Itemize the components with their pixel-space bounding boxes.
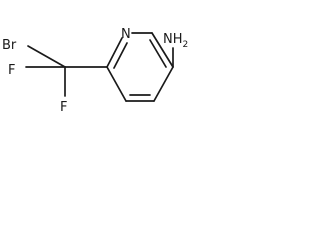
atom-label-fluorine-bottom: F: [60, 100, 67, 115]
atom-label-fluorine-left: F: [8, 63, 15, 78]
ring-bond-c5-c6: [106, 66, 127, 102]
atom-label-bromine: Br: [2, 38, 17, 53]
amino-nh: NH: [163, 32, 183, 47]
chemical-structure-diagram: N NH2 Br F F: [2, 27, 188, 115]
ring-bond-c3-c4: [153, 66, 174, 102]
atom-label-amino: NH2: [163, 32, 188, 50]
amino-subscript: 2: [183, 40, 189, 50]
ring-bond-c4-c5: [125, 94, 155, 102]
ring-bond-c2-c3: [149, 32, 174, 68]
ring-bond-c6-n1: [106, 37, 128, 69]
atom-label-ring-nitrogen: N: [121, 27, 131, 42]
bond-c-br: [27, 45, 66, 68]
